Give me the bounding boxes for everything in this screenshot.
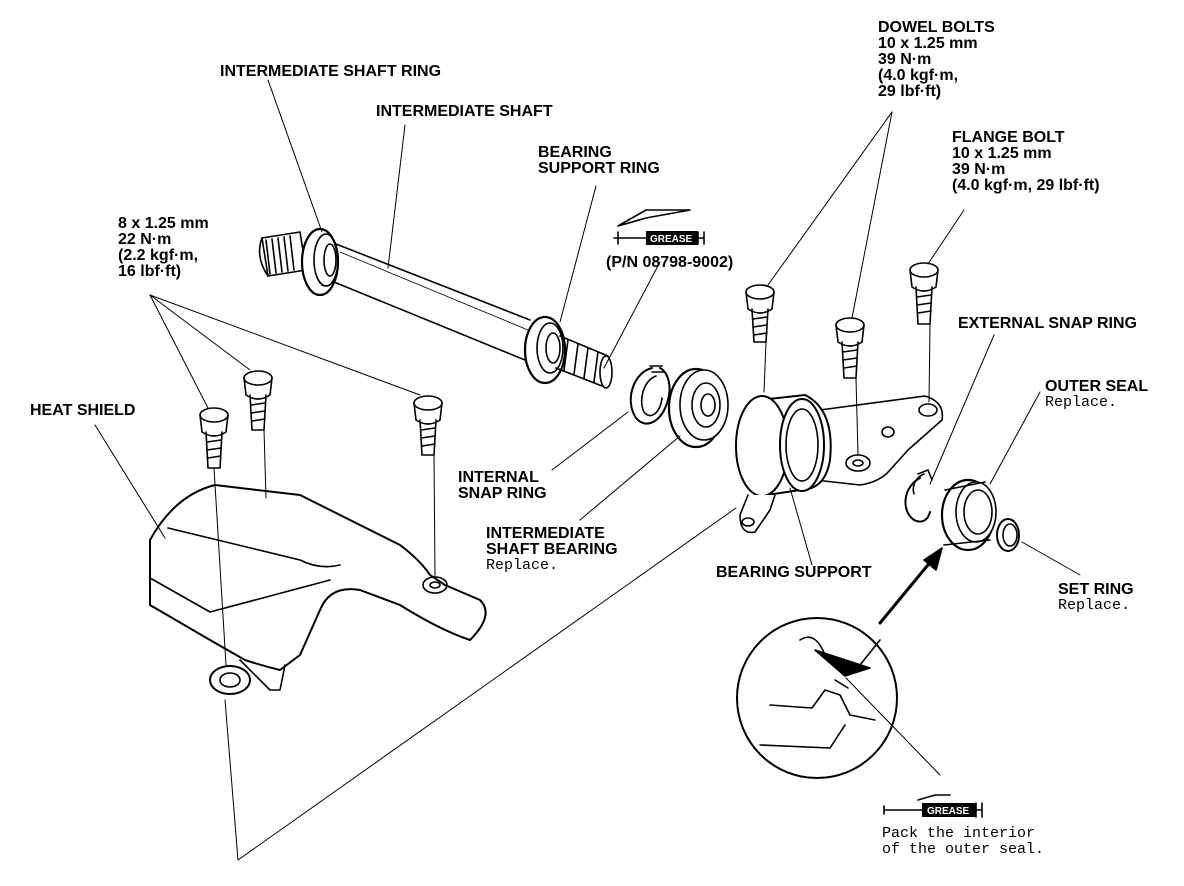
heat-shield-bolt [413, 395, 443, 456]
dowel-bolt [835, 317, 865, 379]
label-pack-interior-note: Pack the interior of the outer seal. [882, 825, 1045, 858]
heat-shield-bolt [243, 370, 273, 431]
label-intermediate-shaft-bearing: INTERMEDIATE SHAFT BEARING Replace. [486, 525, 618, 574]
outer-seal [940, 478, 997, 552]
intermediate-shaft [258, 227, 613, 389]
svg-text:GREASE: GREASE [650, 234, 693, 245]
label-heat-shield-bolt-spec: 8 x 1.25 mm 22 N·m (2.2 kgf·m, 16 lbf·ft… [118, 215, 209, 280]
svg-text:GREASE: GREASE [927, 806, 970, 817]
grease-icon: GREASE [613, 209, 705, 245]
bearing-support [735, 394, 944, 534]
label-flange-bolt: FLANGE BOLT 10 x 1.25 mm 39 N·m (4.0 kgf… [952, 129, 1100, 194]
label-intermediate-shaft-ring: INTERMEDIATE SHAFT RING [220, 63, 442, 80]
label-dowel-bolts: DOWEL BOLTS 10 x 1.25 mm 39 N·m (4.0 kgf… [878, 19, 995, 100]
label-bearing-support-ring: BEARING SUPPORT RING [538, 144, 660, 177]
set-ring [996, 518, 1020, 552]
external-snap-ring [904, 469, 933, 523]
grease-icon: GREASE [883, 794, 983, 818]
internal-snap-ring [629, 365, 671, 425]
heat-shield [149, 484, 487, 695]
label-grease-part-number: (P/N 08798-9002) [606, 254, 734, 271]
label-external-snap-ring: EXTERNAL SNAP RING [958, 315, 1137, 332]
flange-bolt [909, 262, 939, 325]
intermediate-shaft-bearing [667, 367, 729, 449]
dowel-bolt [745, 284, 775, 343]
outer-seal-detail-inset [736, 617, 898, 779]
label-internal-snap-ring: INTERNAL SNAP RING [458, 469, 547, 502]
label-heat-shield: HEAT SHIELD [30, 402, 136, 419]
label-intermediate-shaft: INTERMEDIATE SHAFT [376, 103, 553, 120]
label-outer-seal: OUTER SEAL Replace. [1045, 378, 1149, 411]
heat-shield-bolt [199, 407, 229, 469]
detail-arrow [878, 547, 943, 625]
label-bearing-support: BEARING SUPPORT [716, 564, 872, 581]
label-set-ring: SET RING Replace. [1058, 581, 1134, 614]
leader-lines [94, 79, 1081, 861]
